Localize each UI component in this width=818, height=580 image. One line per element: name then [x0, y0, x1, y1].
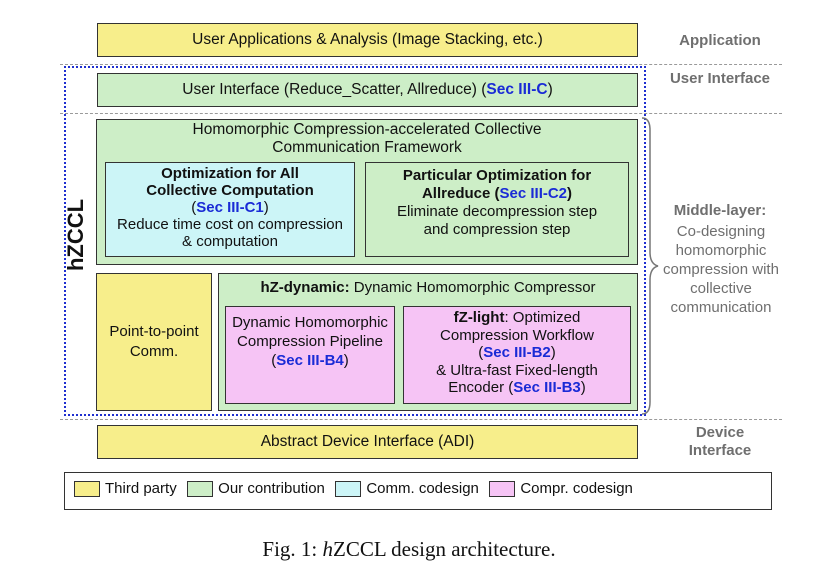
framework-box: Homomorphic Compression-accelerated Coll…	[96, 119, 638, 265]
opt-allreduce-box: Particular Optimization for Allreduce (S…	[365, 162, 629, 257]
legend-third-party: Third party	[74, 480, 177, 498]
point-to-point-box: Point-to-point Comm.	[96, 273, 212, 411]
middle-layer-brace	[641, 117, 659, 415]
user-applications-box: User Applications & Analysis (Image Stac…	[97, 23, 638, 57]
user-interface-layer-label: User Interface	[669, 70, 771, 87]
user-applications-label: User Applications & Analysis (Image Stac…	[192, 31, 543, 48]
opt-all-title: Optimization for All Collective Computat…	[146, 165, 314, 199]
adi-box: Abstract Device Interface (ADI)	[97, 425, 638, 459]
layer-separator-3	[60, 419, 782, 420]
legend-swatch-cyan	[335, 481, 362, 498]
layer-separator-2	[60, 113, 782, 114]
sec-iii-c1-ref: Sec III-C1	[196, 199, 264, 216]
legend-comm-codesign: Comm. codesign	[335, 480, 479, 498]
layer-separator-1	[60, 64, 782, 65]
sec-iii-c2-ref: Sec III-C2	[499, 185, 568, 202]
sec-iii-b3-ref: Sec III-B3	[513, 379, 581, 396]
device-interface-layer-label: Device Interface	[688, 424, 752, 459]
hz-dynamic-title: hZ-dynamic: Dynamic Homomorphic Compress…	[260, 279, 596, 296]
legend-swatch-yellow	[74, 481, 100, 498]
opt-allreduce-desc: Eliminate decompression step and compres…	[396, 203, 598, 238]
middle-layer-title: Middle-layer:	[673, 202, 767, 219]
framework-title: Homomorphic Compression-accelerated Coll…	[192, 121, 542, 156]
legend-swatch-green	[187, 481, 214, 498]
compression-pipeline-box: Dynamic Homomorphic Compression Pipeline…	[225, 306, 395, 404]
legend-swatch-pink	[489, 481, 516, 498]
fz-light-box: fZ-light: Optimized Compression Workflow…	[403, 306, 631, 404]
legend: Third party Our contribution Comm. codes…	[64, 472, 772, 510]
user-interface-box: User Interface (Reduce_Scatter, Allreduc…	[97, 73, 638, 107]
legend-our-contribution: Our contribution	[187, 480, 325, 498]
middle-layer-description: Co-designing homomorphic compression wit…	[663, 223, 779, 316]
figure-caption: Fig. 1: hZCCL design architecture.	[262, 537, 556, 561]
legend-compr-codesign: Compr. codesign	[489, 480, 633, 498]
sec-iii-c-ref: Sec III-C	[486, 81, 548, 98]
sec-iii-b2-ref: Sec III-B2	[483, 344, 551, 361]
application-layer-label: Application	[679, 32, 761, 49]
hzccl-boundary	[64, 66, 646, 416]
hz-dynamic-box: hZ-dynamic: Dynamic Homomorphic Compress…	[218, 273, 638, 411]
sec-iii-b4-ref: Sec III-B4	[276, 352, 344, 369]
opt-all-box: Optimization for All Collective Computat…	[105, 162, 355, 257]
opt-all-desc: Reduce time cost on compression & comput…	[117, 216, 343, 250]
hzccl-label: hZCCL	[63, 198, 88, 272]
